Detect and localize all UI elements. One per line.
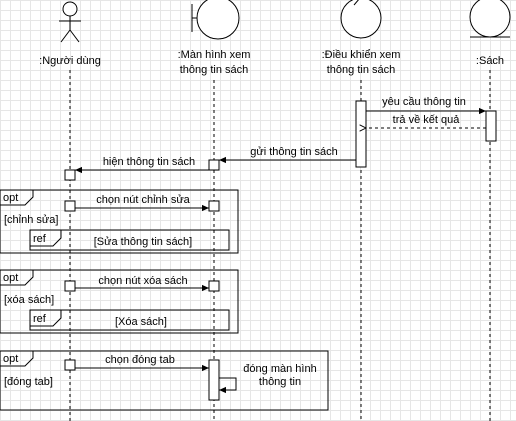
fragment-close: opt [đóng tab] chọn đóng tab đóng màn hì… <box>0 350 329 411</box>
ref-delete-label: [Xóa sách] <box>115 316 167 328</box>
activation-screen-delete <box>208 280 220 292</box>
activation-user-1 <box>64 169 76 181</box>
message-send-info-label: gửi thông tin sách <box>250 146 337 158</box>
ref-edit-label: [Sửa thông tin sách] <box>94 236 192 248</box>
activation-user-delete <box>64 280 76 292</box>
ref-delete-keyword: ref <box>33 313 47 325</box>
activation-user-close <box>64 359 76 371</box>
ref-edit-frame <box>29 229 230 251</box>
fragment-edit-guard: [chỉnh sửa] <box>4 214 58 226</box>
participant-book-label: :Sách <box>476 55 504 67</box>
activation-screen-edit <box>208 200 220 212</box>
control-icon <box>340 0 382 39</box>
participant-user-label: :Người dùng <box>39 55 101 67</box>
message-return-result-label: trả về kết quả <box>393 114 461 126</box>
ref-delete-frame <box>29 309 230 331</box>
actor-icon <box>59 1 81 43</box>
activation-book <box>485 110 497 142</box>
activation-user-edit <box>64 200 76 212</box>
fragment-edit: opt [chỉnh sửa] chọn nút chỉnh sửa ref [… <box>0 189 239 254</box>
participant-controller-label-line2: thông tin sách <box>327 64 396 76</box>
message-close-screen-label-line1: đóng màn hình <box>243 363 316 375</box>
activation-screen-close <box>208 359 220 401</box>
participant-screen-label-line2: thông tin sách <box>180 64 249 76</box>
fragment-edit-operator: opt <box>3 192 18 204</box>
message-click-edit-label: chọn nút chỉnh sửa <box>96 194 190 206</box>
fragment-close-guard: [đóng tab] <box>4 376 53 388</box>
participant-controller-label-line1: :Điều khiển xem <box>322 49 401 61</box>
message-close-screen-self-arrow <box>219 377 237 394</box>
message-click-delete-label: chọn nút xóa sách <box>98 275 187 287</box>
participant-screen-label-line1: :Màn hình xem <box>178 49 251 61</box>
activation-controller <box>355 100 367 168</box>
message-show-info-label: hiện thông tin sách <box>103 156 195 168</box>
fragment-delete-operator: opt <box>3 272 18 284</box>
message-close-screen-label-line2: thông tin <box>259 376 301 388</box>
message-close-tab-label: chọn đóng tab <box>105 354 175 366</box>
fragment-delete-guard: [xóa sách] <box>4 294 54 306</box>
activation-screen-1 <box>208 159 220 171</box>
fragment-close-operator: opt <box>3 353 18 365</box>
ref-edit-keyword: ref <box>33 233 47 245</box>
fragment-delete: opt [xóa sách] chọn nút xóa sách ref [Xó… <box>0 269 239 334</box>
boundary-icon <box>191 0 240 40</box>
entity-icon <box>469 0 511 38</box>
message-request-info-label: yêu cầu thông tin <box>382 96 466 108</box>
